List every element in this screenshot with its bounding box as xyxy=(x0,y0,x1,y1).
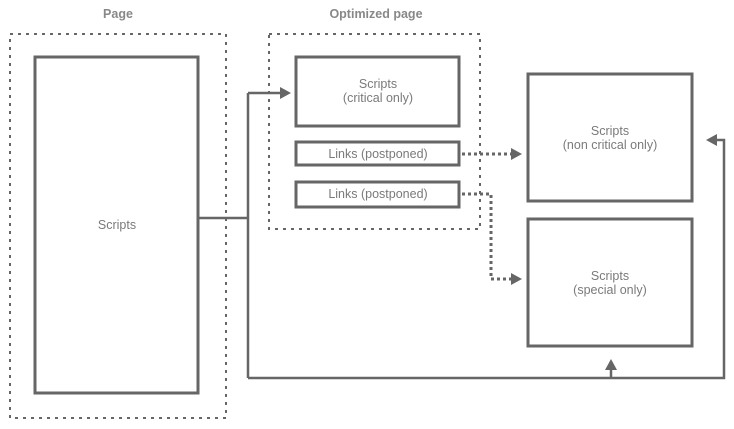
optimized-page-container xyxy=(268,33,481,230)
links-postponed-label-2: Links (postponed) xyxy=(328,187,427,201)
to-special-arrowhead xyxy=(605,359,617,370)
page-container xyxy=(9,33,227,419)
page-header: Page xyxy=(103,7,133,21)
page-scripts-box xyxy=(33,55,200,395)
links-postponed-box-1 xyxy=(294,140,461,167)
bottom-loop-connector xyxy=(248,138,726,380)
page-scripts-label: Scripts xyxy=(98,218,136,232)
to-non-critical-arrowhead xyxy=(706,134,717,146)
to-critical-arrowhead xyxy=(280,87,291,99)
critical-scripts-box xyxy=(294,55,461,128)
links-postponed-label-1: Links (postponed) xyxy=(328,147,427,161)
optimized-page-header: Optimized page xyxy=(329,7,422,21)
non-critical-scripts-line2: (non critical only) xyxy=(563,138,657,152)
links2-dotted-arrowhead xyxy=(511,273,522,285)
links1-dotted-arrowhead xyxy=(511,148,522,160)
non-critical-scripts-box xyxy=(526,72,694,203)
links-postponed-box-2 xyxy=(294,180,461,209)
special-scripts-box xyxy=(526,217,694,348)
non-critical-scripts-line1: Scripts xyxy=(591,124,629,138)
special-scripts-line1: Scripts xyxy=(591,269,629,283)
critical-scripts-line1: Scripts xyxy=(359,77,397,91)
critical-scripts-line2: (critical only) xyxy=(343,91,413,105)
links2-dotted-connector xyxy=(462,192,512,281)
special-scripts-line2: (special only) xyxy=(573,283,647,297)
